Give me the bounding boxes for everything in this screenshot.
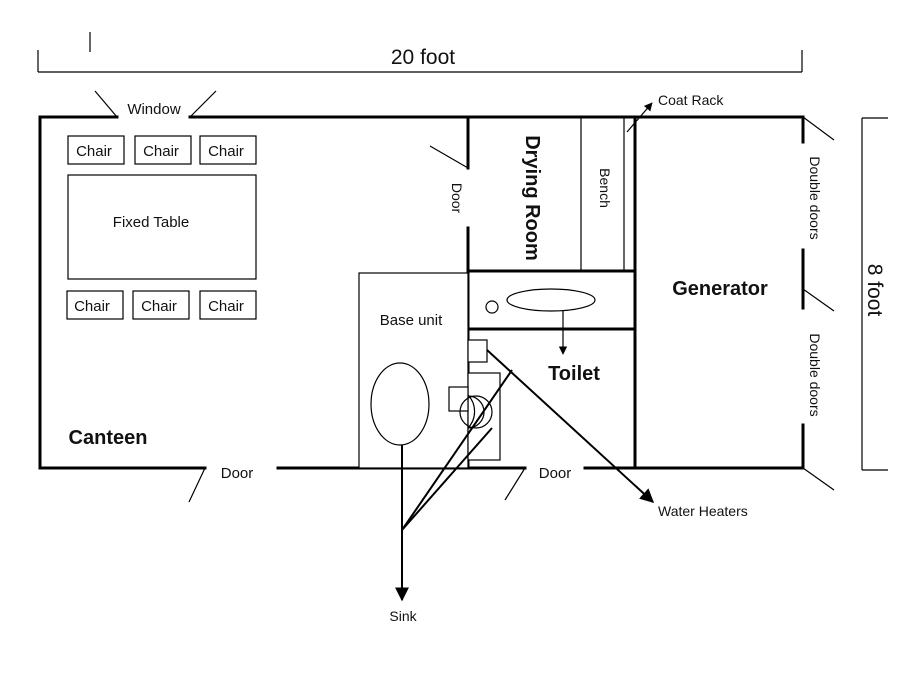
water-heater-box: [448, 386, 469, 412]
canteen-furniture: Chair Chair Chair Fixed Table Chair Chai…: [66, 135, 257, 320]
fixed-table: [67, 174, 257, 280]
canteen-door-label: Door: [221, 465, 254, 482]
double-doors-label-top: Double doors: [807, 156, 823, 239]
toilet-door-label: Door: [539, 465, 572, 482]
toilet-area: Toilet: [448, 288, 600, 461]
double-doors-label-bottom: Double doors: [807, 333, 823, 416]
window: Window: [94, 90, 217, 118]
chair-label: Chair: [208, 143, 244, 160]
chair: [199, 135, 257, 165]
generator-label: Generator: [672, 278, 768, 300]
water-heaters-label: Water Heaters: [658, 503, 748, 519]
coat-rack-callout: Coat Rack: [626, 92, 724, 133]
chair-label: Chair: [208, 298, 244, 315]
chair: [199, 290, 257, 320]
outer-walls: [38, 115, 805, 470]
base-unit: Base unit: [358, 272, 469, 469]
chair: [66, 290, 124, 320]
toilet-label: Toilet: [548, 363, 600, 385]
height-dimension: 8 foot: [861, 117, 888, 471]
width-dimension: 20 foot: [37, 32, 803, 73]
chair-label: Chair: [143, 143, 179, 160]
height-label: 8 foot: [863, 264, 886, 317]
canteen-label: Canteen: [69, 427, 148, 449]
water-heaters-callout: Water Heaters: [486, 349, 748, 519]
chair-label: Chair: [74, 298, 110, 315]
drying-room-label: Drying Room: [521, 135, 543, 261]
generator-room: Generator Double doors Double doors: [672, 116, 835, 491]
chair-label: Chair: [76, 143, 112, 160]
drying-room: Bench Drying Room Door: [429, 117, 625, 271]
water-heater-box: [467, 339, 488, 363]
bottom-doors: Door Door: [188, 465, 572, 503]
width-label: 20 foot: [391, 46, 455, 69]
chair: [132, 290, 190, 320]
bench-label: Bench: [597, 168, 613, 208]
toilet-bowl-outline: [459, 395, 493, 429]
sink-label: Sink: [389, 608, 417, 624]
sink-basin: [370, 362, 430, 446]
chair: [134, 135, 192, 165]
window-label: Window: [127, 101, 181, 118]
base-unit-label: Base unit: [380, 312, 443, 329]
fixed-table-label: Fixed Table: [113, 214, 189, 231]
coat-rack-label: Coat Rack: [658, 92, 724, 108]
drying-room-door-label: Door: [449, 183, 465, 214]
chair-label: Chair: [141, 298, 177, 315]
chair: [67, 135, 125, 165]
sink-callout: Sink: [389, 369, 513, 624]
